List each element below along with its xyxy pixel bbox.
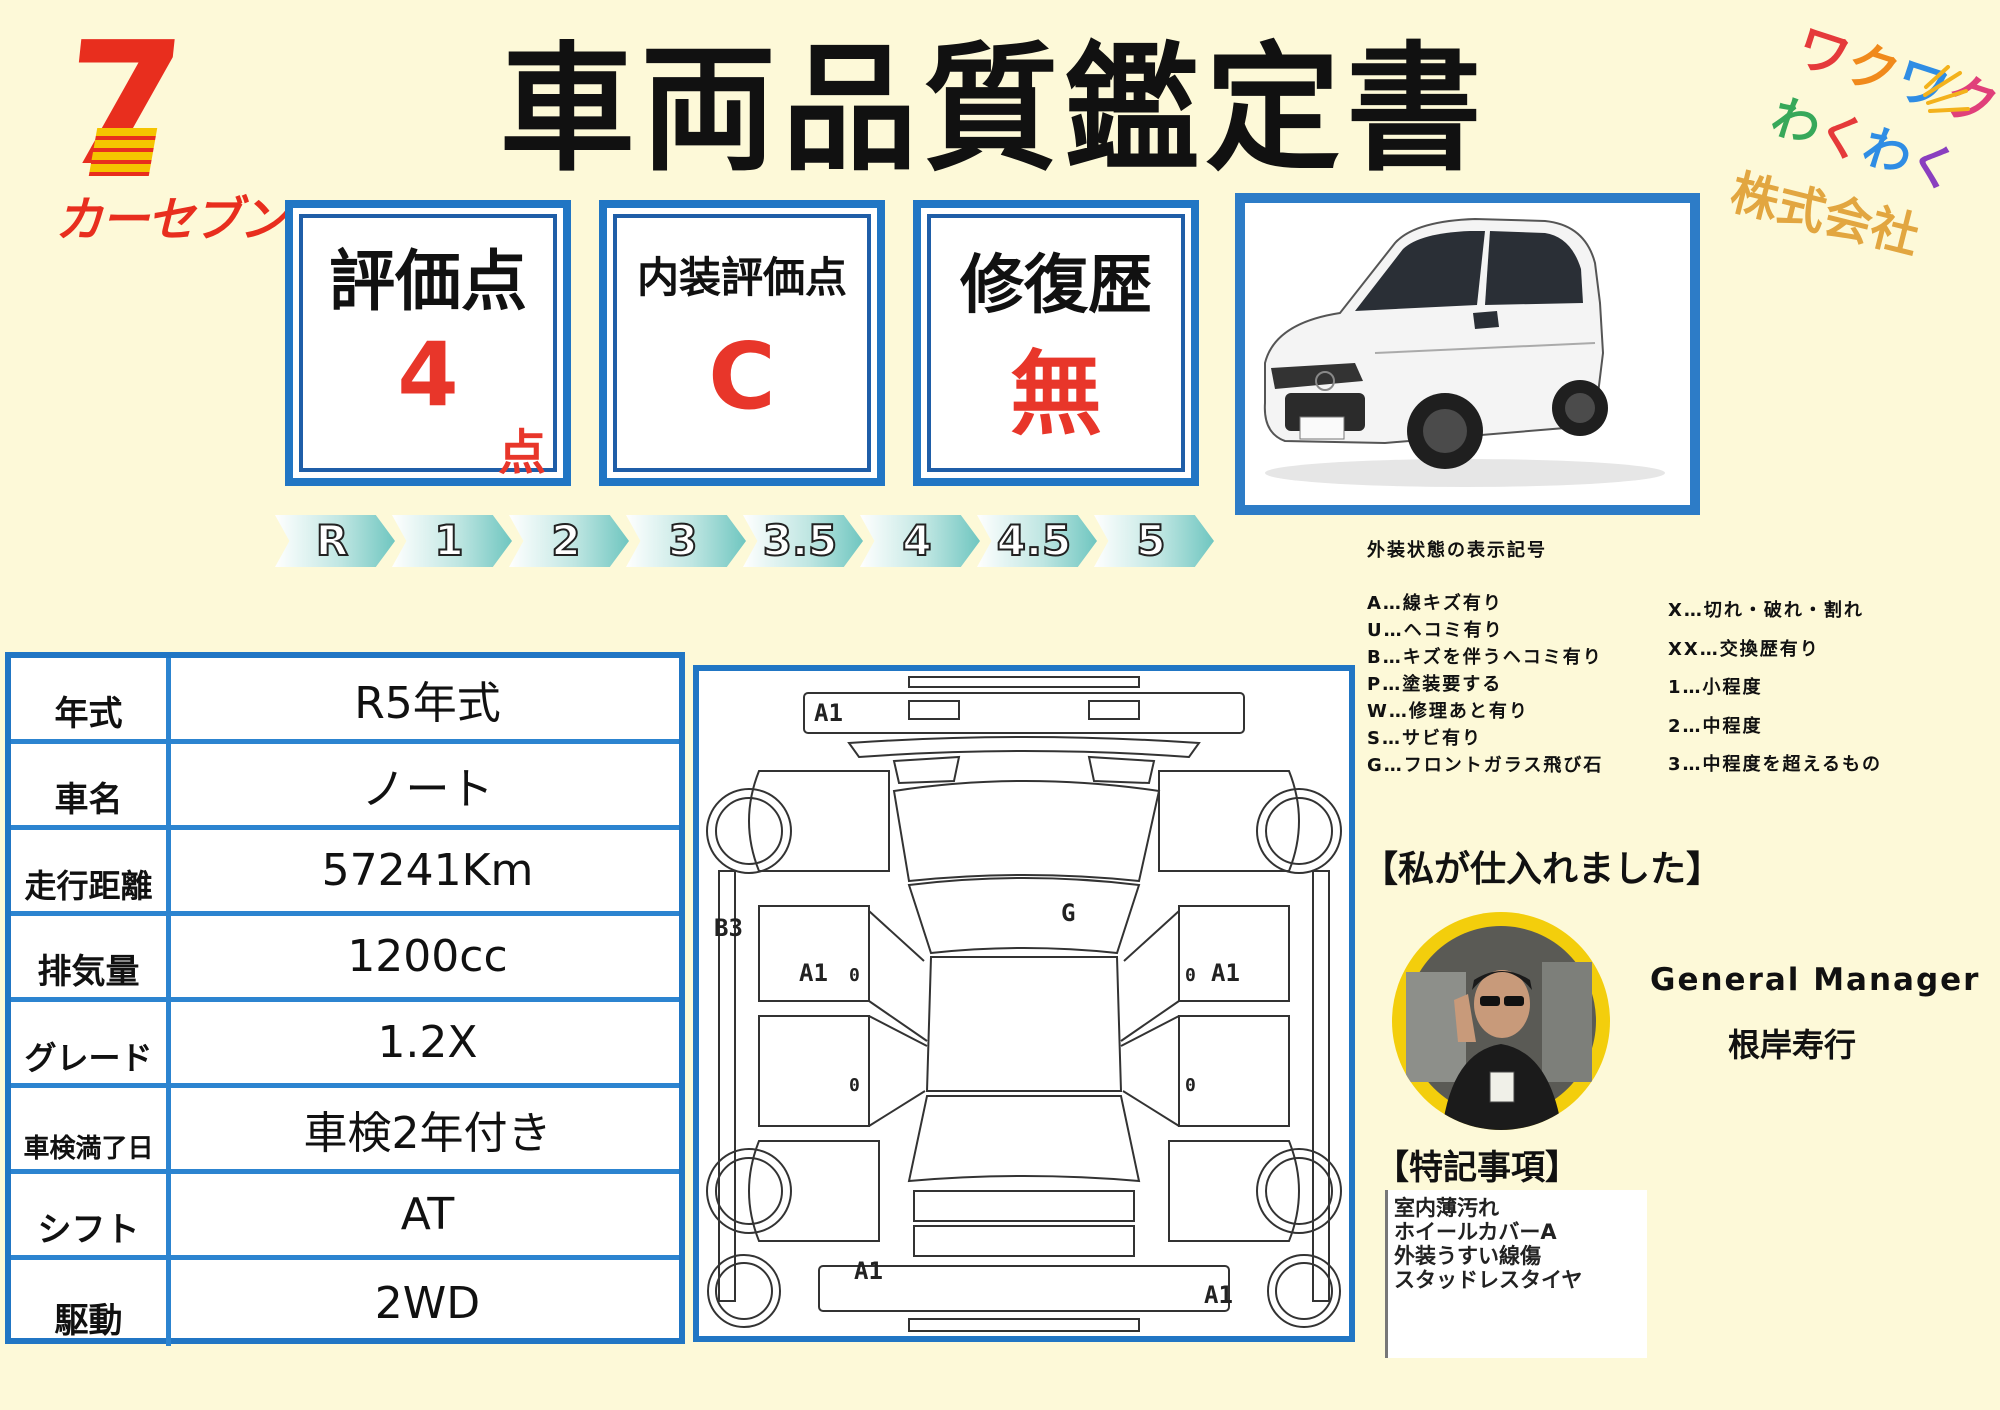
scale-step: 3 — [626, 515, 746, 567]
vehicle-condition-diagram: A1 B3 G A1 A1 A1 A1 0 0 0 0 — [693, 665, 1355, 1342]
buyer-name: 根岸寿行 — [1728, 1026, 1857, 1064]
mark-zero: 0 — [849, 965, 860, 986]
scale-step: 1 — [392, 515, 512, 567]
interior-score-label: 内装評価点 — [636, 253, 847, 302]
overall-score-value: 4 — [397, 323, 459, 426]
note-line: 室内薄汚れ — [1394, 1196, 1499, 1220]
avatar — [1392, 912, 1610, 1130]
logo-stripes — [88, 128, 158, 176]
car-photo-frame — [1235, 193, 1700, 515]
document-title: 車両品質鑑定書 — [499, 29, 1488, 190]
car-seven-logo: 7 カーセブン — [53, 6, 287, 248]
car-outline-diagram: A1 B3 G A1 A1 A1 A1 0 0 0 0 — [706, 676, 1342, 1332]
scale-step: 3.5 — [743, 515, 863, 567]
overall-score-box: 評価点 4 点 — [285, 200, 571, 486]
scale-step: 2 — [509, 515, 629, 567]
spec-table: 年式 R5年式 車名 ノート 走行距離 57241Km 排気量 1200cc グ… — [5, 652, 685, 1346]
mark-left-panel: B3 — [714, 914, 743, 942]
mark-right-door: A1 — [1211, 959, 1240, 987]
scale-step: R — [275, 515, 395, 567]
notes-title: 【特記事項】 — [1375, 1148, 1579, 1188]
mark-windshield: G — [1061, 899, 1075, 927]
buyer-position: General Manager — [1650, 962, 1981, 998]
person-photo — [1406, 926, 1596, 1130]
repair-history-value: 無 — [1009, 341, 1102, 448]
legend-title: 外装状態の表示記号 — [1367, 540, 1547, 561]
wakuwaku-logo: ワクワク わくわく 株式会社 — [1725, 17, 2000, 265]
repair-history-box: 修復歴 無 — [913, 200, 1199, 486]
overall-score-label: 評価点 — [329, 243, 527, 320]
spec-row-drive: 駆動 2WD — [11, 1260, 679, 1346]
overall-score-unit: 点 — [498, 425, 547, 481]
notes-box: 室内薄汚れ ホイールカバーA 外装うすい線傷 スタッドレスタイヤ — [1385, 1190, 1647, 1358]
mark-zero: 0 — [1185, 1075, 1196, 1096]
spec-row-inspection: 車検満了日 車検2年付き — [11, 1088, 679, 1174]
scale-step: 5 — [1094, 515, 1214, 567]
interior-score-box: 内装評価点 C — [599, 200, 885, 486]
spec-row-grade: グレード 1.2X — [11, 1002, 679, 1088]
mark-zero: 0 — [1185, 965, 1196, 986]
mark-rear-left: A1 — [854, 1257, 883, 1285]
mark-zero: 0 — [849, 1075, 860, 1096]
mark-rear-right: A1 — [1204, 1281, 1233, 1309]
mark-left-door: A1 — [799, 959, 828, 987]
note-line: 外装うすい線傷 — [1394, 1244, 1541, 1268]
rating-scale: R 1 2 3 3.5 4 4.5 5 — [275, 515, 1225, 567]
spec-row-shift: シフト AT — [11, 1174, 679, 1260]
note-line: ホイールカバーA — [1394, 1220, 1557, 1244]
logo-kana: カーセブン — [55, 192, 287, 248]
spec-row-year: 年式 R5年式 — [11, 658, 679, 744]
scale-step: 4 — [860, 515, 980, 567]
sparkle-icon — [1923, 65, 1970, 113]
buyer-section-title: 【私が仕入れました】 — [1362, 849, 1723, 890]
scale-step: 4.5 — [977, 515, 1097, 567]
spec-row-model: 車名 ノート — [11, 744, 679, 830]
car-photo — [1245, 203, 1690, 505]
interior-score-value: C — [708, 323, 776, 430]
note-line: スタッドレスタイヤ — [1394, 1268, 1583, 1292]
spec-row-displacement: 排気量 1200cc — [11, 916, 679, 1002]
mark-front-left: A1 — [814, 699, 843, 727]
spec-row-mileage: 走行距離 57241Km — [11, 830, 679, 916]
repair-history-label: 修復歴 — [960, 249, 1152, 323]
